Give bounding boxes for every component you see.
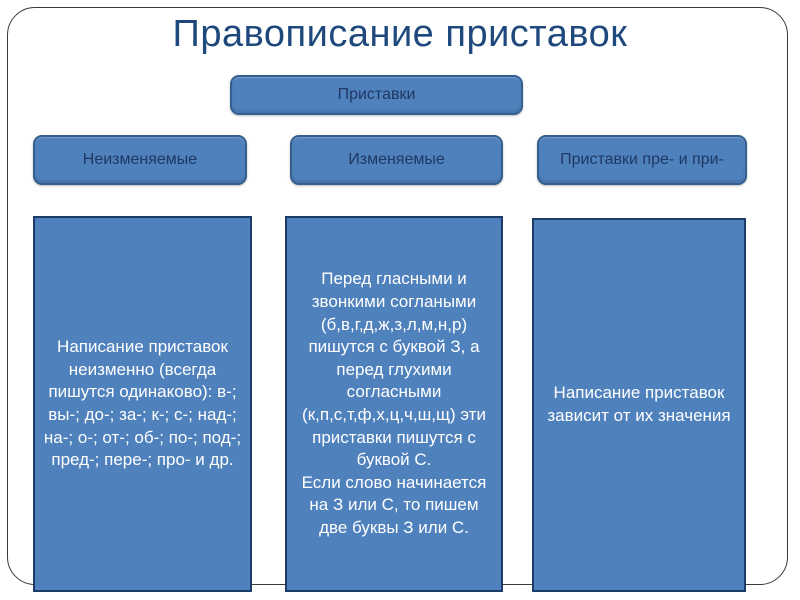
panel-text: Перед гласными и звонкими соглаными (б,в… (301, 269, 487, 538)
category-box-label: Неизменяемые (82, 151, 198, 168)
category-box-unchangeable: Неизменяемые (33, 135, 247, 185)
description-panel-pre-pri: Написание приставок зависит от их значен… (532, 218, 746, 592)
description-panel-changeable: Перед гласными и звонкими соглаными (б,в… (285, 216, 503, 592)
root-box-label: Приставки (337, 86, 416, 103)
category-box-label: Изменяемые (348, 151, 445, 168)
panel-text: Написание приставок неизменно (всегда пи… (43, 337, 242, 470)
panel-text: Написание приставок зависит от их значен… (547, 383, 731, 425)
description-panel-unchangeable: Написание приставок неизменно (всегда пи… (33, 216, 252, 592)
category-box-pre-pri: Приставки пре- и при- (537, 135, 747, 185)
category-box-changeable: Изменяемые (290, 135, 503, 185)
category-box-label: Приставки пре- и при- (560, 151, 724, 168)
root-box-pristavki: Приставки (230, 75, 523, 115)
page-title: Правописание приставок (172, 13, 628, 55)
